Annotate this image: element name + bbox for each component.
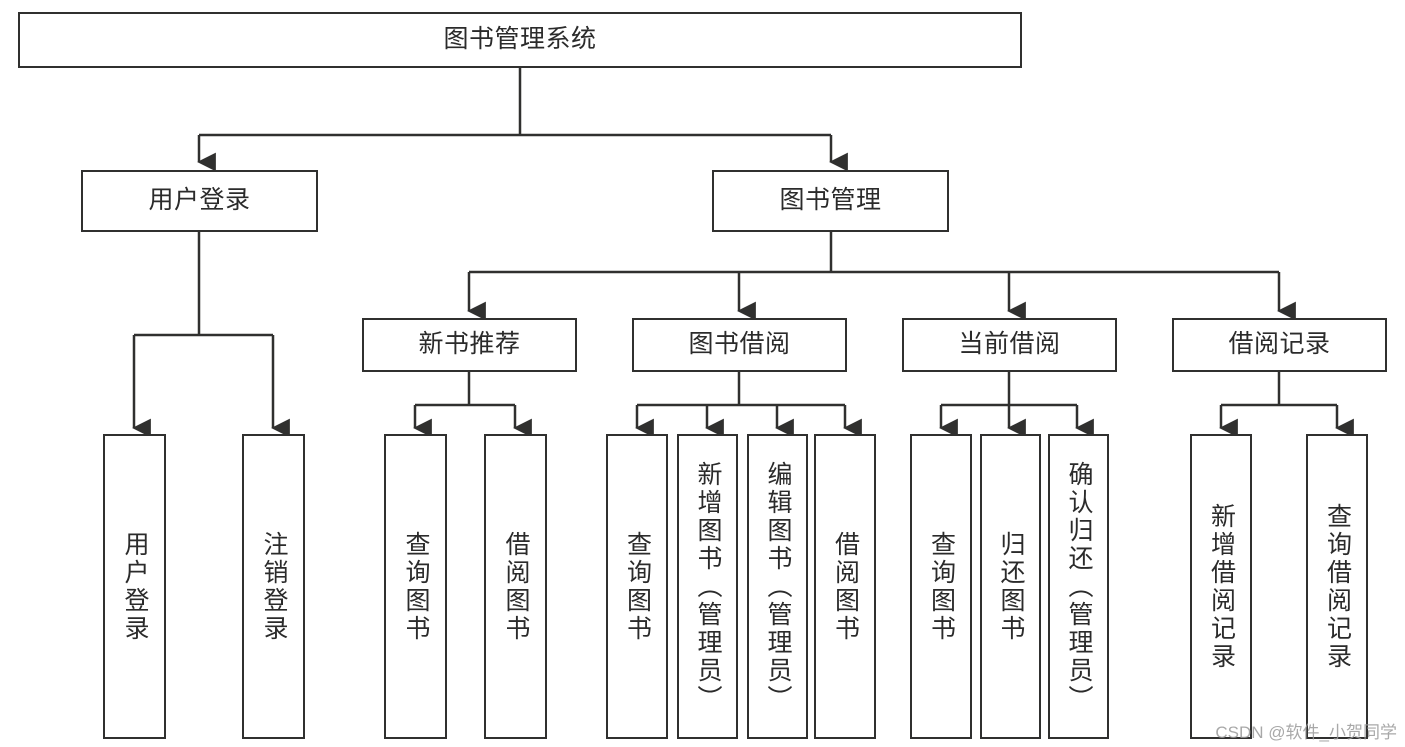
node-label: 查询图书 bbox=[623, 530, 652, 643]
node-root-system[interactable]: 图书管理系统 bbox=[18, 12, 1022, 68]
node-label: 当前借阅 bbox=[958, 330, 1061, 359]
node-current-borrow[interactable]: 当前借阅 bbox=[902, 318, 1117, 372]
node-user-login[interactable]: 用户登录 bbox=[81, 170, 318, 232]
node-label: 查询图书 bbox=[402, 530, 430, 643]
node-label: 确认归还（管理员） bbox=[1065, 460, 1093, 713]
node-book-borrow[interactable]: 图书借阅 bbox=[632, 318, 847, 372]
node-label: 图书管理系统 bbox=[443, 25, 597, 54]
node-book-management[interactable]: 图书管理 bbox=[712, 170, 949, 232]
node-leaf-edit-book[interactable]: 编辑图书（管理员） bbox=[747, 434, 808, 739]
node-label: 用户登录 bbox=[121, 530, 149, 643]
node-label: 借阅图书 bbox=[502, 530, 530, 643]
node-new-book-recommend[interactable]: 新书推荐 bbox=[362, 318, 577, 372]
node-leaf-logout-login[interactable]: 注销登录 bbox=[242, 434, 305, 739]
node-leaf-confirm-return[interactable]: 确认归还（管理员） bbox=[1048, 434, 1109, 739]
node-leaf-add-record[interactable]: 新增借阅记录 bbox=[1190, 434, 1252, 739]
node-label: 新增图书（管理员） bbox=[694, 460, 722, 713]
csdn-watermark: CSDN @软件_小贺同学 bbox=[1215, 723, 1397, 742]
node-borrow-record[interactable]: 借阅记录 bbox=[1172, 318, 1387, 372]
node-leaf-query-book-2[interactable]: 查询图书 bbox=[606, 434, 668, 739]
node-label: 查询图书 bbox=[927, 530, 956, 643]
node-label: 借阅记录 bbox=[1228, 330, 1331, 359]
node-leaf-borrow-book-2[interactable]: 借阅图书 bbox=[814, 434, 876, 739]
node-label: 图书管理 bbox=[779, 186, 882, 215]
node-leaf-query-book-3[interactable]: 查询图书 bbox=[910, 434, 972, 739]
node-leaf-return-book[interactable]: 归还图书 bbox=[980, 434, 1041, 739]
node-label: 新书推荐 bbox=[418, 330, 521, 359]
node-leaf-add-book[interactable]: 新增图书（管理员） bbox=[677, 434, 738, 739]
node-label: 编辑图书（管理员） bbox=[764, 460, 792, 713]
node-label: 查询借阅记录 bbox=[1323, 502, 1352, 671]
node-leaf-query-book-1[interactable]: 查询图书 bbox=[384, 434, 447, 739]
node-label: 归还图书 bbox=[997, 530, 1025, 643]
node-label: 注销登录 bbox=[260, 530, 288, 643]
node-label: 用户登录 bbox=[148, 186, 251, 215]
node-label: 图书借阅 bbox=[688, 330, 791, 359]
node-leaf-user-login[interactable]: 用户登录 bbox=[103, 434, 166, 739]
node-label: 新增借阅记录 bbox=[1207, 502, 1236, 671]
node-label: 借阅图书 bbox=[831, 530, 860, 643]
node-leaf-query-record[interactable]: 查询借阅记录 bbox=[1306, 434, 1368, 739]
node-leaf-borrow-book-1[interactable]: 借阅图书 bbox=[484, 434, 547, 739]
